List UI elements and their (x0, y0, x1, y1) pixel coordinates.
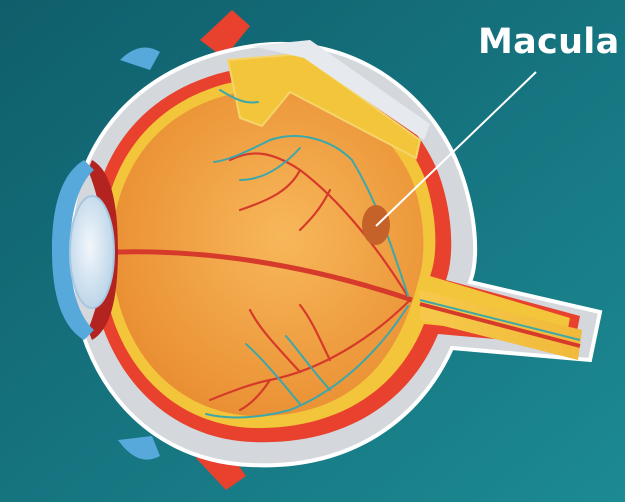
macula-label: Macula (478, 22, 620, 62)
lens (70, 196, 114, 308)
